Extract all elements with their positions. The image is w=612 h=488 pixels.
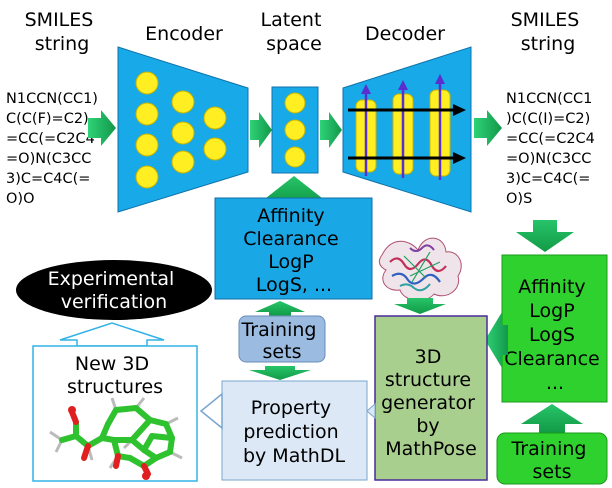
property-prediction-text: Property prediction by MathDL — [243, 397, 346, 467]
arrow-props-to-latent — [266, 176, 322, 204]
latent-properties-text: Affinity Clearance LogP LogS, ... — [243, 205, 345, 296]
arrow-generator-to-prediction-shape — [366, 402, 376, 420]
latent-properties-box — [214, 197, 373, 300]
new-3d-structures-text: New 3D structures — [67, 353, 163, 398]
arrow-encoder-to-latent — [250, 112, 272, 148]
structure-generator-box — [374, 315, 488, 481]
arrow-properties-to-generator-shape — [485, 312, 508, 368]
experimental-verification-text: Experimental verification — [48, 268, 181, 313]
latent-space-title: Latent space — [261, 9, 328, 55]
experimental-verification-oval — [16, 260, 212, 320]
training-sets-left-text: Training sets — [240, 319, 322, 363]
protein-structure-image — [378, 237, 462, 301]
decoder-vertical-arrows — [361, 74, 445, 180]
encoder-nodes — [135, 71, 227, 189]
arrow-smiles-to-properties — [516, 220, 574, 252]
structure-generator-text: 3D structure generator by MathPose — [381, 346, 481, 460]
molecule-3d-image — [49, 397, 183, 480]
predicted-properties-text: Affinity LogP LogS Clearance ... — [504, 276, 606, 394]
training-sets-right-text: Training sets — [510, 438, 592, 483]
arrow-training-to-latent-props — [255, 301, 305, 316]
predicted-properties-box — [501, 254, 608, 403]
decoder-horizontal-arrows — [348, 104, 466, 164]
encoder-title: Encoder — [145, 23, 223, 45]
latent-nodes — [284, 92, 306, 168]
smiles-input-title: SMILES string — [25, 9, 100, 55]
training-sets-right-box — [496, 432, 608, 485]
arrow-latent-to-decoder — [320, 112, 342, 148]
arrow-new-3d-to-experimental — [59, 322, 165, 347]
arrow-decoder-to-smiles — [474, 110, 502, 146]
arrow-smiles-to-encoder — [88, 110, 116, 146]
arrow-protein-to-generator — [394, 298, 446, 314]
decoder-title: Decoder — [365, 23, 445, 45]
smiles-output-title: SMILES string — [511, 9, 586, 55]
arrow-training-to-properties — [521, 404, 583, 433]
smiles-output-text: N1CCN(CC1 )C(C(I)=C2) =CC(=C2C4 =O)N(C3C… — [506, 91, 600, 207]
arrow-prediction-to-new-3d — [199, 392, 223, 430]
smiles-input-text: N1CCN(CC1) C(C(F)=C2) =CC(=C2C4 =O)N(C3C… — [6, 91, 103, 207]
arrow-training-to-prediction — [249, 366, 311, 380]
property-prediction-box — [221, 380, 368, 481]
training-sets-left-box — [238, 315, 326, 363]
